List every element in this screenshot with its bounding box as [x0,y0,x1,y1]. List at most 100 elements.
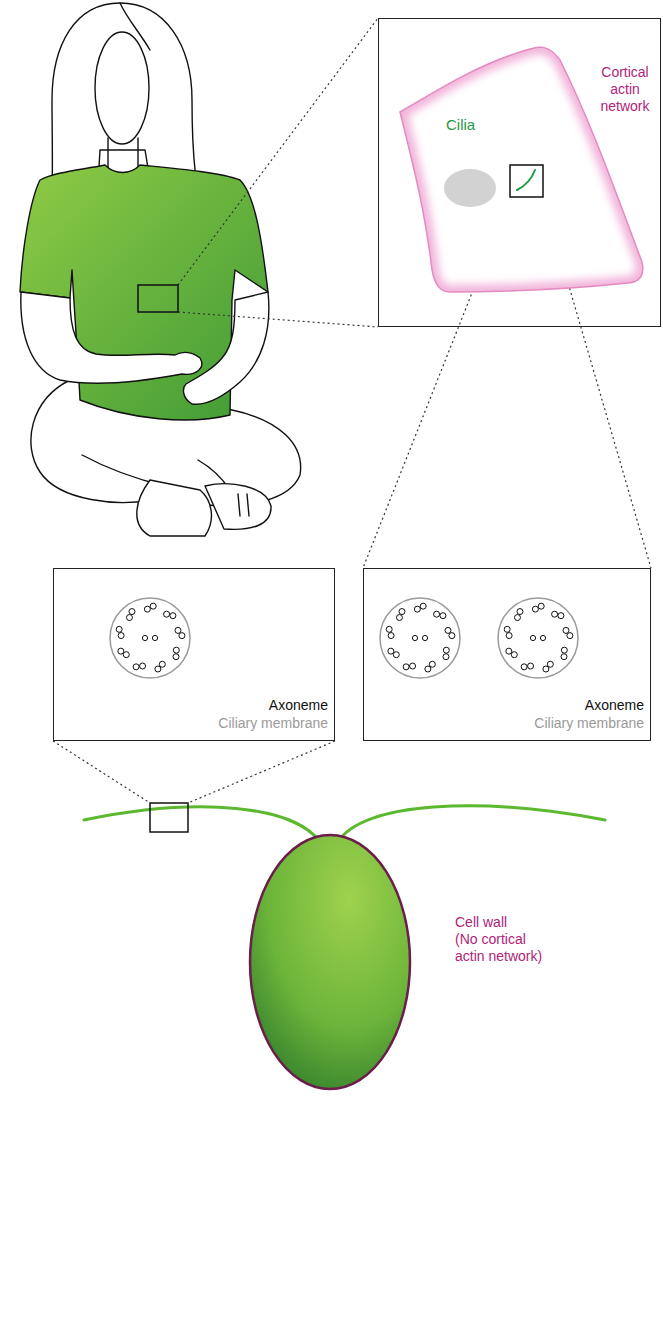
leader-line [178,312,378,327]
microtubule-doublet [116,626,122,632]
leader-line [178,18,378,285]
microtubule-doublet [434,611,440,617]
ciliary-membrane [380,598,460,678]
axoneme-label: Axoneme [500,697,644,714]
microtubule-doublet [129,609,135,615]
shoe-left [137,480,212,536]
leader-line [188,741,335,803]
microtubule-doublet [155,666,161,672]
axoneme-panel: AxonemeCiliary membrane [363,568,651,741]
microtubule-doublet [561,647,567,653]
microtubule-doublet [175,627,181,633]
microtubule-doublet [170,613,176,619]
central-pair [152,635,157,640]
microtubule-doublet [133,664,139,670]
primary-cilium [517,170,535,190]
ciliary-membrane [498,598,578,678]
arm-right [184,292,269,404]
central-pair [142,635,147,640]
microtubule-doublet [173,647,179,653]
microtubule-doublet [567,633,573,639]
ciliary-membrane [110,598,190,678]
flagellum [338,806,605,842]
face [95,32,149,144]
axoneme-panel: AxonemeCiliary membrane [53,568,335,741]
microtubule-doublet [440,613,446,619]
hair-part [120,3,150,50]
membrane-label: Ciliary membrane [154,715,328,732]
microtubule-doublet [150,603,156,609]
microtubule-doublet [449,633,455,639]
microtubule-doublet [159,661,165,667]
microtubule-doublet [399,609,405,615]
microtubule-doublet [393,652,399,658]
animal-cell [400,47,643,292]
zoom-leaders [53,18,651,803]
cortical-actin-glow [400,47,643,292]
microtubule-doublet [144,606,150,612]
cell-wall-note: (No cortical actin network) [455,931,555,965]
microtubule-doublet [420,603,426,609]
microtubule-doublet [558,613,564,619]
microtubule-doublet [164,611,170,617]
leader-line [53,741,150,803]
zoom-box [510,165,543,197]
microtubule-doublet [126,615,132,621]
microtubule-doublet [563,627,569,633]
microtubule-doublet [396,615,402,621]
microtubule-doublet [543,666,549,672]
microtubule-doublet [140,663,146,669]
microtubule-doublet [410,663,416,669]
woman-illustration [20,3,301,536]
microtubule-doublet [511,652,517,658]
microtubule-doublet [179,633,185,639]
shoe-stripes [238,494,249,516]
microtubule-doublet [388,633,394,639]
cell-body [400,47,643,292]
microtubule-doublet [561,654,567,660]
microtubule-doublet [528,663,534,669]
microtubule-doublet [506,648,512,654]
microtubule-doublet [123,652,129,658]
shirt [20,165,268,420]
microtubule-doublet [538,603,544,609]
microtubule-doublet [386,626,392,632]
cell-outline [400,47,643,292]
microtubule-doublet [514,615,520,621]
zoom-box [138,285,178,312]
axoneme-label: Axoneme [184,697,328,714]
microtubule-doublet [521,664,527,670]
microtubule-doublet [547,661,553,667]
central-pair [412,635,417,640]
microtubule-doublet [445,627,451,633]
zoom-box [150,803,188,832]
axoneme [380,598,460,678]
microtubule-doublet [429,661,435,667]
microtubule-doublet [532,606,538,612]
flagellum [84,807,320,842]
microtubule-doublet [443,654,449,660]
nucleus [444,169,496,207]
chlamydomonas [84,803,605,1089]
neck [108,138,138,168]
central-pair [422,635,427,640]
axoneme-group [110,598,578,678]
microtubule-doublet [443,647,449,653]
microtubule-doublet [506,633,512,639]
shoe-right [205,484,271,530]
central-pair [540,635,545,640]
axoneme [110,598,190,678]
central-pair [530,635,535,640]
cilia-label: Cilia [446,116,506,133]
microtubule-doublet [403,664,409,670]
microtubule-doublet [118,648,124,654]
membrane-label: Ciliary membrane [470,715,644,732]
zoom-panel: CiliaCortical actin network [378,18,661,327]
microtubule-doublet [173,654,179,660]
axoneme [498,598,578,678]
microtubule-doublet [388,648,394,654]
microtubule-doublet [425,666,431,672]
arm-left [21,292,202,383]
microtubule-doublet [504,626,510,632]
